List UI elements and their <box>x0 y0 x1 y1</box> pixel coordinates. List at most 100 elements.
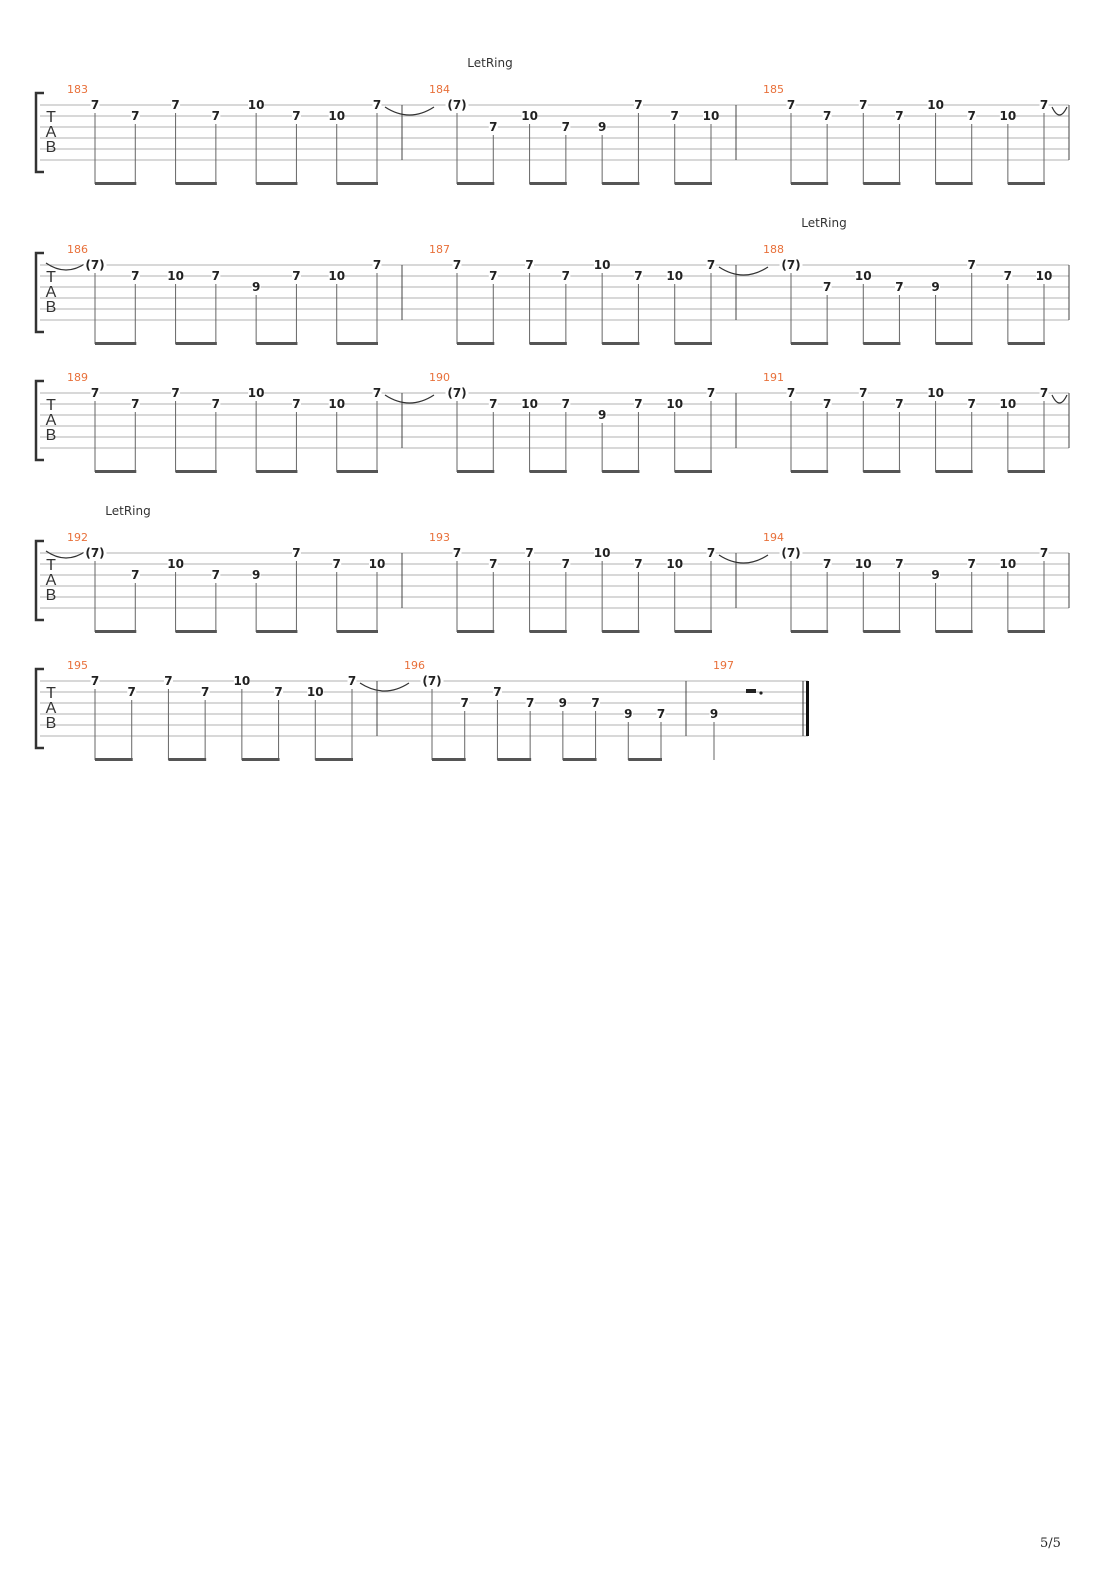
fret-backing <box>521 110 538 122</box>
fret-number: 10 <box>328 109 345 123</box>
tab-clef-letter: T <box>46 685 56 702</box>
fret-backing <box>594 547 611 559</box>
fret-number: 7 <box>292 546 300 560</box>
fret-backing <box>525 547 535 559</box>
measure-number: 195 <box>67 659 88 672</box>
fret-backing <box>855 558 872 570</box>
fret-number: 7 <box>489 557 497 571</box>
measure-number: 189 <box>67 371 88 384</box>
fret-backing <box>1039 547 1049 559</box>
fret-number: 10 <box>1036 269 1053 283</box>
fret-backing <box>786 387 796 399</box>
beam <box>175 342 217 345</box>
measure-number: 187 <box>429 243 450 256</box>
fret-backing <box>420 675 444 687</box>
beam <box>256 342 298 345</box>
fret-number: 7 <box>895 109 903 123</box>
fret-backing <box>452 259 462 271</box>
tab-clef-letter: A <box>46 700 57 717</box>
fret-number: (7) <box>781 258 800 272</box>
fret-number: 7 <box>128 685 136 699</box>
fret-number: 10 <box>927 98 944 112</box>
beam <box>241 758 280 761</box>
fret-number: 10 <box>167 557 184 571</box>
measure-number: 197 <box>713 659 734 672</box>
fret-backing <box>706 547 716 559</box>
fret-backing <box>1003 270 1013 282</box>
fret-backing <box>452 547 462 559</box>
fret-number: 9 <box>598 408 606 422</box>
fret-backing <box>855 270 872 282</box>
beam <box>457 182 495 185</box>
beam <box>256 182 298 185</box>
fret-backing <box>274 686 284 698</box>
fret-number: 7 <box>707 546 715 560</box>
fret-number: 10 <box>927 386 944 400</box>
fret-backing <box>779 547 803 559</box>
fret-backing <box>822 398 832 410</box>
fret-backing <box>894 558 904 570</box>
tab-clef-letter: A <box>46 412 57 429</box>
measure-number: 191 <box>763 371 784 384</box>
beam <box>562 758 597 761</box>
fret-backing <box>591 697 601 709</box>
fret-backing <box>967 259 977 271</box>
fret-backing <box>233 675 250 687</box>
fret-backing <box>328 398 345 410</box>
fret-number: 7 <box>823 397 831 411</box>
fret-number: 10 <box>307 685 324 699</box>
fret-backing <box>633 99 643 111</box>
beam <box>863 630 901 633</box>
fret-number: 7 <box>292 269 300 283</box>
beam <box>935 470 973 473</box>
beam <box>935 630 973 633</box>
fret-number: (7) <box>85 546 104 560</box>
fret-number: 7 <box>823 280 831 294</box>
tab-clef-letter: A <box>46 124 57 141</box>
fret-number: 7 <box>859 98 867 112</box>
fret-backing <box>347 675 357 687</box>
fret-backing <box>127 686 137 698</box>
fret-backing <box>967 110 977 122</box>
fret-number: 7 <box>171 98 179 112</box>
fret-number: 7 <box>787 386 795 400</box>
fret-number: 7 <box>1040 546 1048 560</box>
fret-backing <box>633 558 643 570</box>
fret-number: 9 <box>624 707 632 721</box>
fret-number: 10 <box>1000 109 1017 123</box>
beam <box>674 470 712 473</box>
fret-number: 7 <box>489 120 497 134</box>
fret-number: 7 <box>373 98 381 112</box>
fret-number: 7 <box>461 696 469 710</box>
fret-backing <box>858 387 868 399</box>
fret-backing <box>130 270 140 282</box>
system-bracket <box>34 379 44 462</box>
beam <box>935 342 973 345</box>
final-barline <box>806 681 809 736</box>
fret-backing <box>83 547 107 559</box>
fret-backing <box>703 110 719 122</box>
fret-backing <box>894 398 904 410</box>
fret-backing <box>492 686 502 698</box>
tab-clef-letter: B <box>46 427 57 444</box>
tie-arc <box>1051 394 1068 404</box>
fret-number: 7 <box>348 674 356 688</box>
fret-backing <box>927 99 944 111</box>
fret-number: 9 <box>710 707 718 721</box>
fret-number: 7 <box>591 696 599 710</box>
beam <box>497 758 532 761</box>
fret-backing <box>666 270 683 282</box>
fret-number: 7 <box>895 397 903 411</box>
tab-clef-letter: B <box>46 299 57 316</box>
fret-backing <box>291 398 301 410</box>
fret-backing <box>558 697 568 709</box>
measure-number: 196 <box>404 659 425 672</box>
fret-number: 7 <box>489 269 497 283</box>
fret-number: 7 <box>968 397 976 411</box>
beam <box>791 182 829 185</box>
beam <box>674 630 712 633</box>
beam <box>791 630 829 633</box>
fret-backing <box>670 110 680 122</box>
fret-number: 7 <box>634 557 642 571</box>
